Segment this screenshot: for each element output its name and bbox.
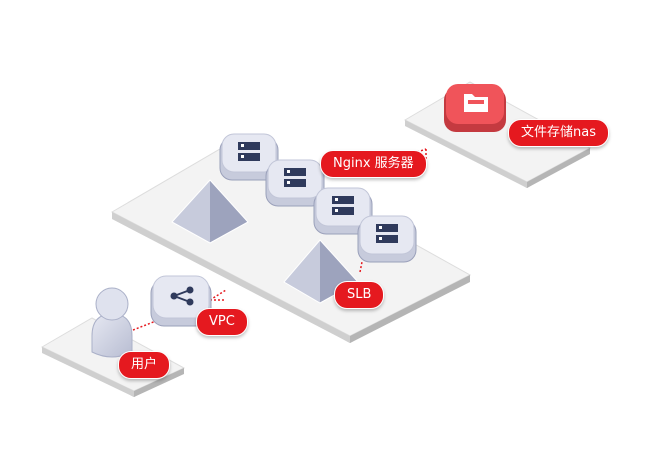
- user-label: 用户: [118, 351, 171, 379]
- folder-icon: [444, 84, 506, 132]
- vpc-label: VPC: [196, 308, 248, 336]
- nas-label: 文件存储nas: [508, 119, 609, 147]
- person-icon: [91, 287, 133, 358]
- server-icon: [265, 159, 325, 207]
- server-icon: [313, 187, 373, 235]
- pyramid-icon: [171, 179, 249, 244]
- network-share-icon: [150, 275, 212, 327]
- server-icon: [357, 215, 417, 263]
- slb-label: SLB: [334, 281, 385, 309]
- server-icon: [219, 133, 279, 181]
- nginx-label: Nginx 服务器: [320, 150, 427, 178]
